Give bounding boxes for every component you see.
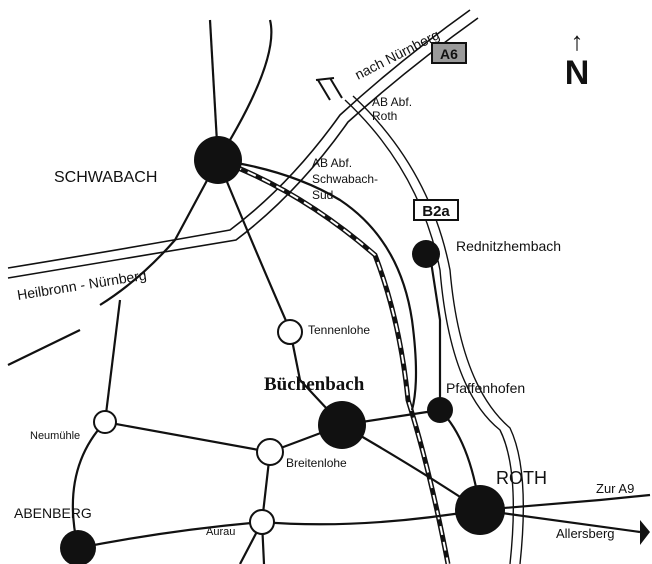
town-dot-buechenbach [318, 401, 366, 449]
label-aurau: Aurau [206, 526, 235, 538]
label-buechenbach: Büchenbach [264, 374, 365, 395]
label-rednitzhembach: Rednitzhembach [456, 238, 561, 254]
label-pfaffenhofen: Pfaffenhofen [446, 380, 525, 396]
label-zur-a9: Zur A9 [596, 481, 634, 496]
local-roads [7, 19, 651, 564]
town-dot-pfaffenhofen [427, 397, 453, 423]
a6-shield-label: A6 [440, 46, 458, 62]
railway [217, 157, 451, 564]
motorway-a6 [7, 9, 479, 279]
town-dot-aurau [249, 509, 275, 535]
label-ab-abf-schwabach-1: AB Abf. [312, 156, 352, 170]
b2a-shield: B2a [413, 199, 459, 221]
town-dot-rednitzhembach [412, 240, 440, 268]
label-tennenlohe: Tennenlohe [308, 323, 370, 337]
north-arrow: ↑ N [565, 26, 590, 92]
town-dot-schwabach [194, 136, 242, 184]
label-ab-abf-schwabach-3: Süd [312, 188, 333, 202]
label-ab-abf-roth-2: Roth [372, 109, 397, 123]
north-letter: N [565, 54, 590, 92]
town-dot-roth [455, 485, 505, 535]
label-heilbronn-nuernberg: Heilbronn - Nürnberg [16, 267, 148, 303]
label-allersberg: Allersberg [556, 526, 615, 541]
town-dot-tennenlohe [277, 319, 303, 345]
allersberg-arrow-icon [640, 520, 650, 545]
overpass-mark [315, 77, 343, 101]
b2a-shield-label: B2a [422, 203, 450, 220]
town-dot-neumuehle [93, 410, 117, 434]
label-roth: ROTH [496, 468, 547, 488]
label-neumuehle: Neumühle [30, 430, 80, 442]
label-breitenlohe: Breitenlohe [286, 456, 347, 470]
town-dot-abenberg [60, 530, 96, 564]
north-arrow-icon: ↑ [571, 26, 584, 56]
label-abenberg: ABENBERG [14, 505, 92, 521]
road-b2a [344, 95, 525, 564]
town-dot-breitenlohe [256, 438, 284, 466]
label-schwabach: SCHWABACH [54, 169, 157, 186]
label-ab-abf-roth-1: AB Abf. [372, 95, 412, 109]
a6-shield: A6 [431, 42, 467, 64]
label-ab-abf-schwabach-2: Schwabach- [312, 172, 378, 186]
